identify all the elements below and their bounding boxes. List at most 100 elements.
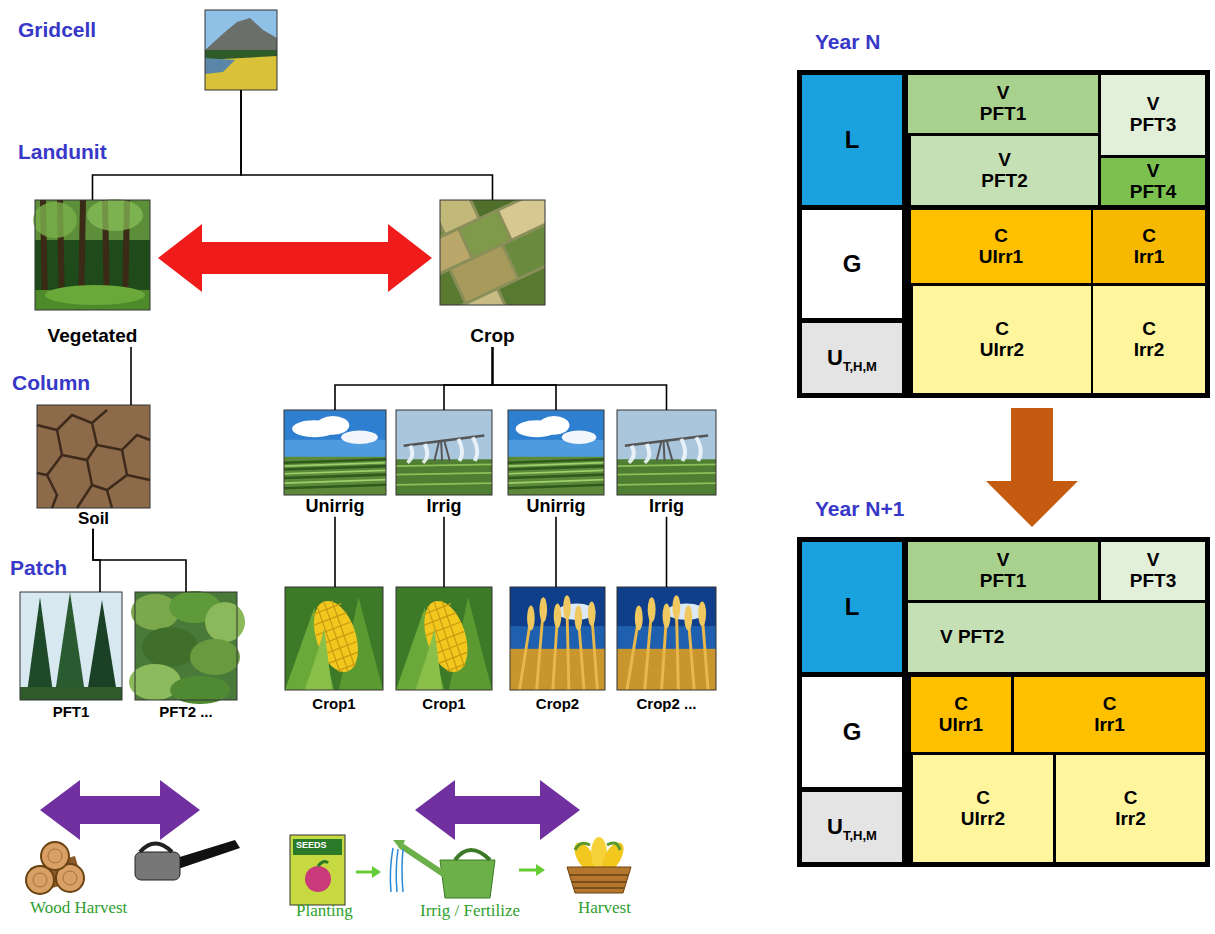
tile-code: PFT3 xyxy=(1130,115,1176,136)
tile-code: C xyxy=(995,319,1009,340)
year-heading: Year N+1 xyxy=(815,497,904,520)
picture-box: PFT1 xyxy=(20,592,122,721)
picture-area xyxy=(396,587,492,690)
crop-pictures xyxy=(617,587,716,690)
field-pictures xyxy=(284,410,386,495)
watering-can-icon xyxy=(390,848,403,892)
corn-basket-icon xyxy=(567,867,631,893)
tile-code: V xyxy=(998,150,1011,171)
tree-label: Crop1 xyxy=(422,696,465,713)
tile-code: Irr1 xyxy=(1094,715,1125,736)
farmland-picture xyxy=(440,200,545,305)
watering-can-icon xyxy=(440,860,495,898)
tile-code: V xyxy=(1147,550,1160,571)
tree-link xyxy=(93,90,242,200)
tile-cell: VPFT1 xyxy=(908,542,1098,600)
tile-code: UIrr1 xyxy=(939,715,983,736)
logs-icon xyxy=(41,842,69,870)
forest-picture xyxy=(87,199,143,231)
picture-box: Crop2 xyxy=(510,587,605,713)
tile-code: V xyxy=(1147,161,1160,182)
soil-picture xyxy=(37,405,150,508)
tile-code: V xyxy=(997,550,1010,571)
change-arrow xyxy=(986,408,1078,527)
gridcell-picture xyxy=(205,10,277,90)
picture-area xyxy=(510,587,605,690)
tile-cell: G xyxy=(802,677,902,787)
step-arrows xyxy=(519,869,536,872)
logs-icon xyxy=(26,842,84,894)
tree-link xyxy=(93,529,186,592)
watering-can-icon xyxy=(455,850,490,860)
seed-packet-icon xyxy=(318,862,328,866)
picture-area xyxy=(617,587,716,690)
picture-area xyxy=(508,410,604,495)
watering-can-icon xyxy=(390,840,495,898)
tile-cell: CUIrr2 xyxy=(913,286,1091,393)
tile-cell: VPFT4 xyxy=(1101,158,1205,205)
tile-code: Irr1 xyxy=(1134,247,1165,268)
field-pictures xyxy=(508,410,604,495)
tile-code: L xyxy=(845,127,860,153)
tile-code: V xyxy=(997,83,1010,104)
seed-packet-icon xyxy=(290,835,345,905)
picture-area xyxy=(37,405,150,508)
farmland-picture xyxy=(499,256,545,305)
step-arrows xyxy=(356,871,372,874)
tile-cell: L xyxy=(802,75,902,205)
broadleaf-picture xyxy=(135,592,237,700)
field-pictures xyxy=(617,410,716,495)
tile-code: PFT3 xyxy=(1130,571,1176,592)
tile-cell: V PFT2 xyxy=(908,603,1205,672)
tree-label: Unirrig xyxy=(305,497,364,517)
picture-box: Unirrig xyxy=(508,410,604,517)
picture-box: Vegetated xyxy=(35,200,150,347)
corn-basket-icon xyxy=(575,843,620,850)
tile-cell: VPFT1 xyxy=(908,75,1098,133)
tree-label: Irrig xyxy=(426,497,461,517)
tile-code: UIrr2 xyxy=(961,809,1005,830)
crop-pictures xyxy=(285,587,383,690)
tile-cell: CUIrr2 xyxy=(913,755,1053,862)
tree-label: PFT1 xyxy=(53,704,90,721)
tile-code: U xyxy=(827,815,843,839)
corn-basket-icon xyxy=(567,837,631,893)
tile-code: V PFT2 xyxy=(940,627,1004,648)
tile-cell: CIrr2 xyxy=(1056,755,1205,862)
picture-area xyxy=(205,10,277,90)
land-grid: Year N+1LGUT,H,MVPFT1VPFT3V PFT2CUIrr1CI… xyxy=(797,537,1210,867)
watering-can-icon xyxy=(400,845,445,875)
tree-link xyxy=(555,517,557,587)
tile-cell: VPFT2 xyxy=(911,136,1098,205)
picture-box: Unirrig xyxy=(284,410,386,517)
picture-area xyxy=(35,200,150,310)
tile-cell: CIrr1 xyxy=(1093,210,1205,283)
picture-box: Irrig xyxy=(617,410,716,517)
picture-box: Soil xyxy=(37,405,150,529)
broadleaf-picture xyxy=(205,602,245,642)
tree-link xyxy=(443,517,445,587)
picture-box: Crop2 ... xyxy=(617,587,716,713)
tile-code: UIrr2 xyxy=(980,340,1024,361)
watering-can-icon xyxy=(393,840,405,850)
activity-caption: Harvest xyxy=(578,899,631,918)
conifer-picture xyxy=(20,592,122,700)
level-label: Column xyxy=(12,371,90,394)
chainsaw-icon xyxy=(140,844,172,853)
conifer-picture xyxy=(54,592,86,700)
gridcell-picture xyxy=(205,10,277,90)
broadleaf-picture xyxy=(129,591,245,704)
tile-code: Irr2 xyxy=(1134,340,1165,361)
tile-code: C xyxy=(954,694,968,715)
conifer-picture xyxy=(20,592,122,700)
gridcell-picture xyxy=(205,56,277,90)
farmland-picture xyxy=(440,200,545,305)
picture-area xyxy=(20,592,122,700)
picture-box: Irrig xyxy=(396,410,492,517)
change-arrows xyxy=(415,780,580,840)
step-arrows xyxy=(536,864,545,876)
activity-caption: Planting xyxy=(296,902,353,921)
conifer-picture xyxy=(20,592,122,700)
tile-cell: CIrr1 xyxy=(1014,677,1205,752)
step-arrows xyxy=(372,866,381,878)
